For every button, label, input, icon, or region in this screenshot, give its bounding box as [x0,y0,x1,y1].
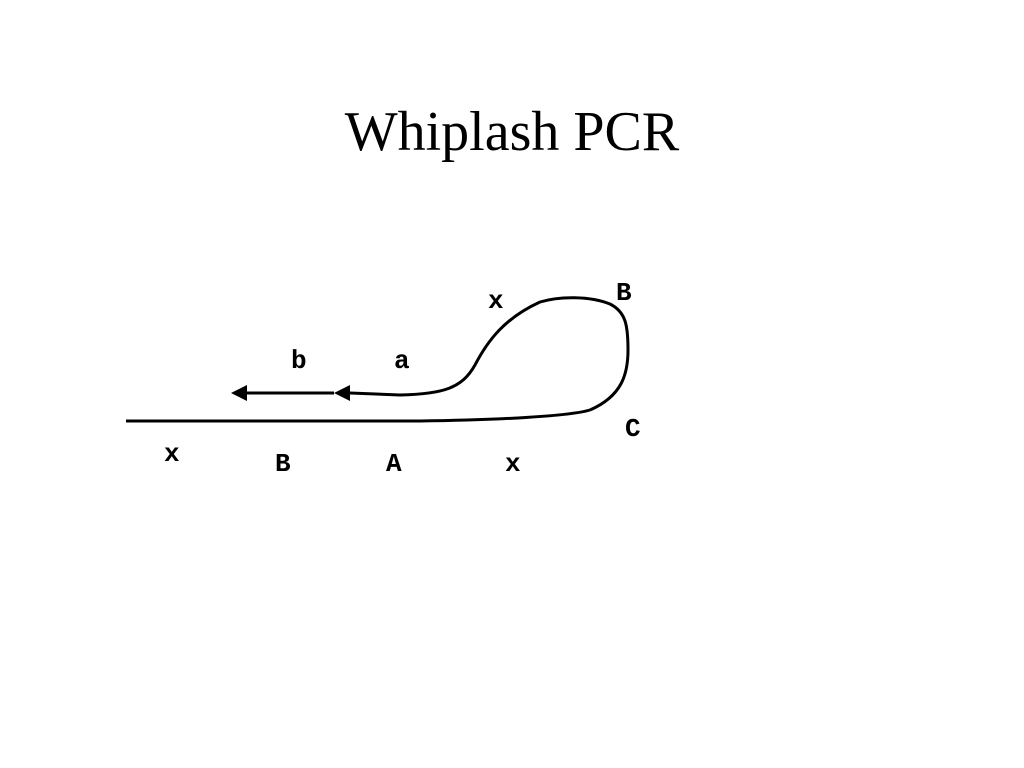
label-loop-x: x [488,286,504,316]
extension-arrowhead-b [231,385,247,401]
label-strand-x-right: x [505,449,521,479]
template-strand [126,408,591,423]
label-primer-a: a [394,346,410,376]
label-loop-B: B [616,278,632,308]
label-strand-B: B [275,449,291,479]
label-strand-A: A [386,449,402,479]
slide-title: Whiplash PCR [344,101,680,163]
hairpin-loop [349,296,630,412]
extension-arrowhead-a [334,385,350,401]
label-hinge-C: C [625,414,641,444]
label-strand-x-left: x [164,439,180,469]
label-primer-b: b [291,346,307,376]
